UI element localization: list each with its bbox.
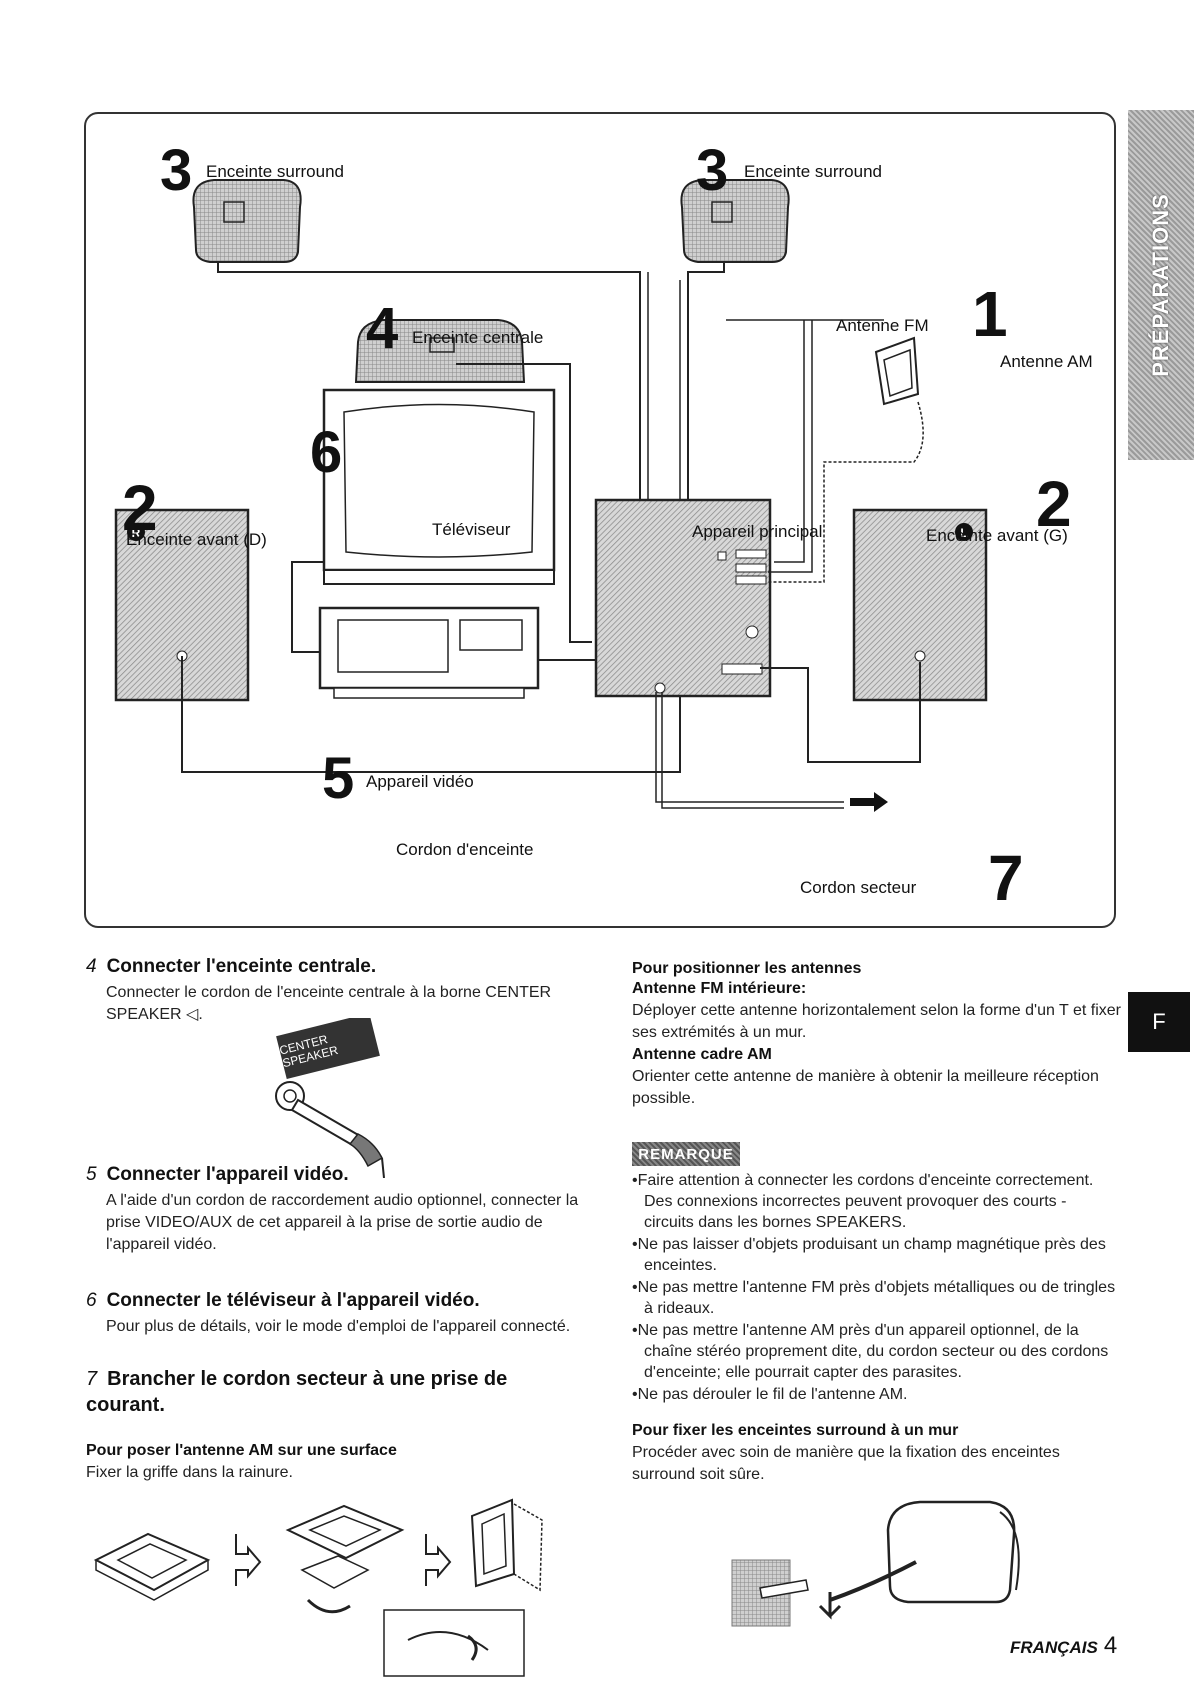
wall-mount-heading: Pour fixer les enceintes surround à un m…	[632, 1422, 959, 1439]
video-deck-label: Appareil vidéo	[366, 772, 474, 791]
surround-speaker-left-icon	[192, 179, 302, 263]
surround-speaker-right-icon	[680, 179, 790, 263]
fm-antenna-heading: Antenne FM intérieure:	[632, 980, 807, 997]
page-number: 4	[1103, 1632, 1118, 1659]
antenna-step-number: 1	[972, 278, 1008, 350]
arrow-down-icon	[818, 1592, 842, 1620]
page-footer: FRANÇAIS 4	[1010, 1632, 1117, 1660]
video-deck-icon	[318, 606, 540, 699]
main-unit-label: Appareil principal	[692, 522, 823, 541]
note-item: Ne pas laisser d'objets produisant un ch…	[632, 1234, 1120, 1276]
arrow-right-icon	[850, 792, 888, 812]
television-icon	[322, 388, 556, 585]
connection-diagram: R L	[114, 179, 988, 812]
note-item: Faire attention à connecter les cordons …	[632, 1170, 1120, 1233]
am-surface-text: Fixer la griffe dans la rainure.	[86, 1464, 293, 1481]
surround-left-label: Enceinte surround	[206, 162, 344, 181]
fm-antenna-text: Déployer cette antenne horizontalement s…	[632, 1002, 1121, 1041]
am-antenna-standing-icon	[383, 1498, 543, 1677]
front-speaker-left-icon: L	[852, 508, 988, 702]
front-left-step-number: 2	[1036, 468, 1072, 540]
main-unit-icon	[594, 498, 772, 698]
step-5-text: A l'aide d'un cordon de raccordement aud…	[106, 1192, 579, 1253]
note-badge: REMARQUE	[632, 1142, 740, 1166]
center-speaker-jack-illustration	[275, 1018, 385, 1178]
note-list: Faire attention à connecter les cordons …	[632, 1170, 1120, 1406]
front-right-label: Enceinte avant (D)	[126, 530, 267, 549]
am-antenna-flat-icon	[93, 1532, 211, 1601]
surround-right-step-number: 3	[696, 138, 729, 203]
am-surface-heading: Pour poser l'antenne AM sur une surface	[86, 1442, 397, 1459]
surround-right-label: Enceinte surround	[744, 162, 882, 181]
am-antenna-mounting-illustration	[93, 1498, 543, 1677]
front-speaker-right-badge: R	[132, 526, 141, 540]
video-step-number: 5	[322, 746, 355, 811]
am-antenna-text: Orienter cette antenne de manière à obte…	[632, 1068, 1099, 1107]
power-cord-step-number: 7	[988, 842, 1024, 914]
center-step-number: 4	[366, 296, 399, 361]
side-tab-background	[1128, 110, 1194, 460]
surround-wall-mount-illustration	[731, 1500, 1020, 1627]
front-left-label: Enceinte avant (G)	[926, 526, 1068, 545]
note-item: Ne pas mettre l'antenne FM près d'objets…	[632, 1277, 1120, 1319]
language-tab: F	[1128, 992, 1190, 1052]
front-right-step-number: 2	[122, 472, 158, 544]
step-6-text: Pour plus de détails, voir le mode d'emp…	[106, 1318, 571, 1335]
connection-diagram-frame	[84, 112, 1116, 928]
am-antenna-fold-icon	[285, 1504, 405, 1614]
am-antenna-heading: Antenne cadre AM	[632, 1046, 772, 1063]
wall-mount-text: Procéder avec soin de manière que la fix…	[632, 1444, 1060, 1483]
tv-label: Téléviseur	[432, 520, 511, 539]
power-cord-label: Cordon secteur	[800, 878, 917, 897]
antennas-heading: Pour positionner les antennes	[632, 960, 862, 977]
side-tab-label: PRÉPARATIONS	[1148, 193, 1173, 377]
speaker-cord-label: Cordon d'enceinte	[396, 840, 534, 859]
tv-step-number: 6	[310, 420, 343, 485]
arrow-right-icon	[425, 1534, 452, 1586]
surround-left-step-number: 3	[160, 138, 193, 203]
am-loop-antenna-icon	[874, 336, 920, 406]
side-tab: PRÉPARATIONS	[1128, 110, 1194, 460]
center-speaker-icon	[354, 319, 526, 383]
fm-antenna-label: Antenne FM	[836, 316, 929, 335]
front-speaker-left-badge: L	[960, 526, 967, 540]
center-speaker-label: Enceinte centrale	[412, 328, 544, 347]
note-item: Ne pas mettre l'antenne AM près d'un app…	[632, 1320, 1120, 1383]
am-antenna-label: Antenne AM	[1000, 352, 1093, 371]
note-item: Ne pas dérouler le fil de l'antenne AM.	[632, 1384, 1120, 1405]
arrow-right-icon	[235, 1534, 262, 1586]
footer-language: FRANÇAIS	[1010, 1638, 1098, 1657]
step-4-text: Connecter le cordon de l'enceinte centra…	[106, 984, 552, 1023]
